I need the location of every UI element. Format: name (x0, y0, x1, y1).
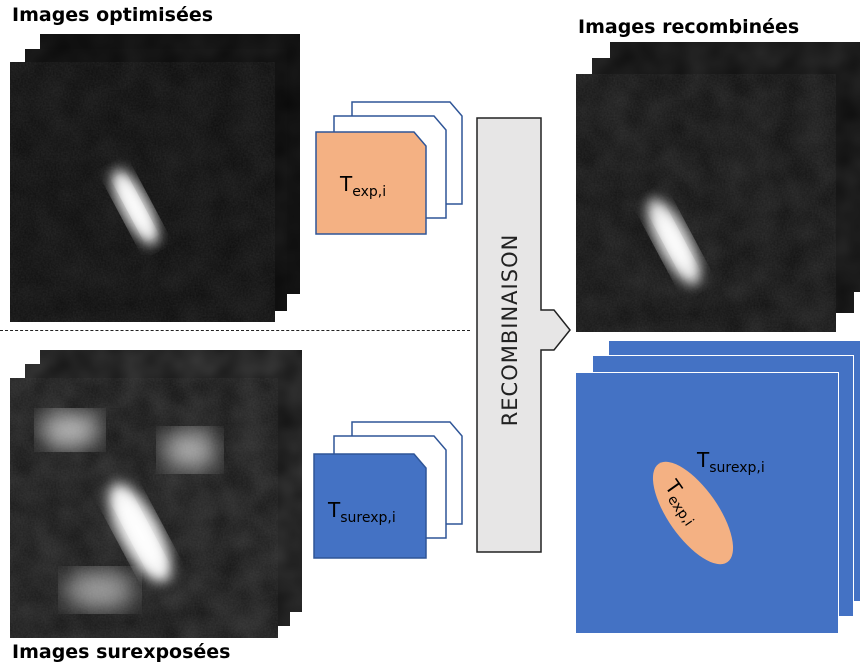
recombined-images-stack (576, 42, 860, 332)
overexposed-images-label: Images surexposées (12, 641, 231, 663)
overexposed-image-front (10, 378, 278, 638)
overexposed-images-stack (10, 350, 302, 638)
separator-line (0, 330, 470, 331)
recombined-images-label: Images recombinées (578, 16, 800, 38)
recombination-label: RECOMBINAISON (498, 233, 522, 427)
t-surexp-label: Tsurexp,i (328, 498, 396, 526)
t-surexp-mask-label: Tsurexp,i (697, 448, 765, 476)
t-surexp-card-front (313, 453, 427, 559)
recombined-image-front (576, 74, 836, 332)
t-surexp-card-stack (313, 421, 463, 559)
optimized-images-label: Images optimisées (12, 4, 214, 26)
optimized-image-front (10, 62, 275, 322)
t-exp-label: Texp,i (340, 172, 387, 200)
t-exp-card-front (315, 131, 427, 235)
t-exp-card-stack (315, 101, 463, 235)
optimized-images-stack (10, 34, 300, 322)
